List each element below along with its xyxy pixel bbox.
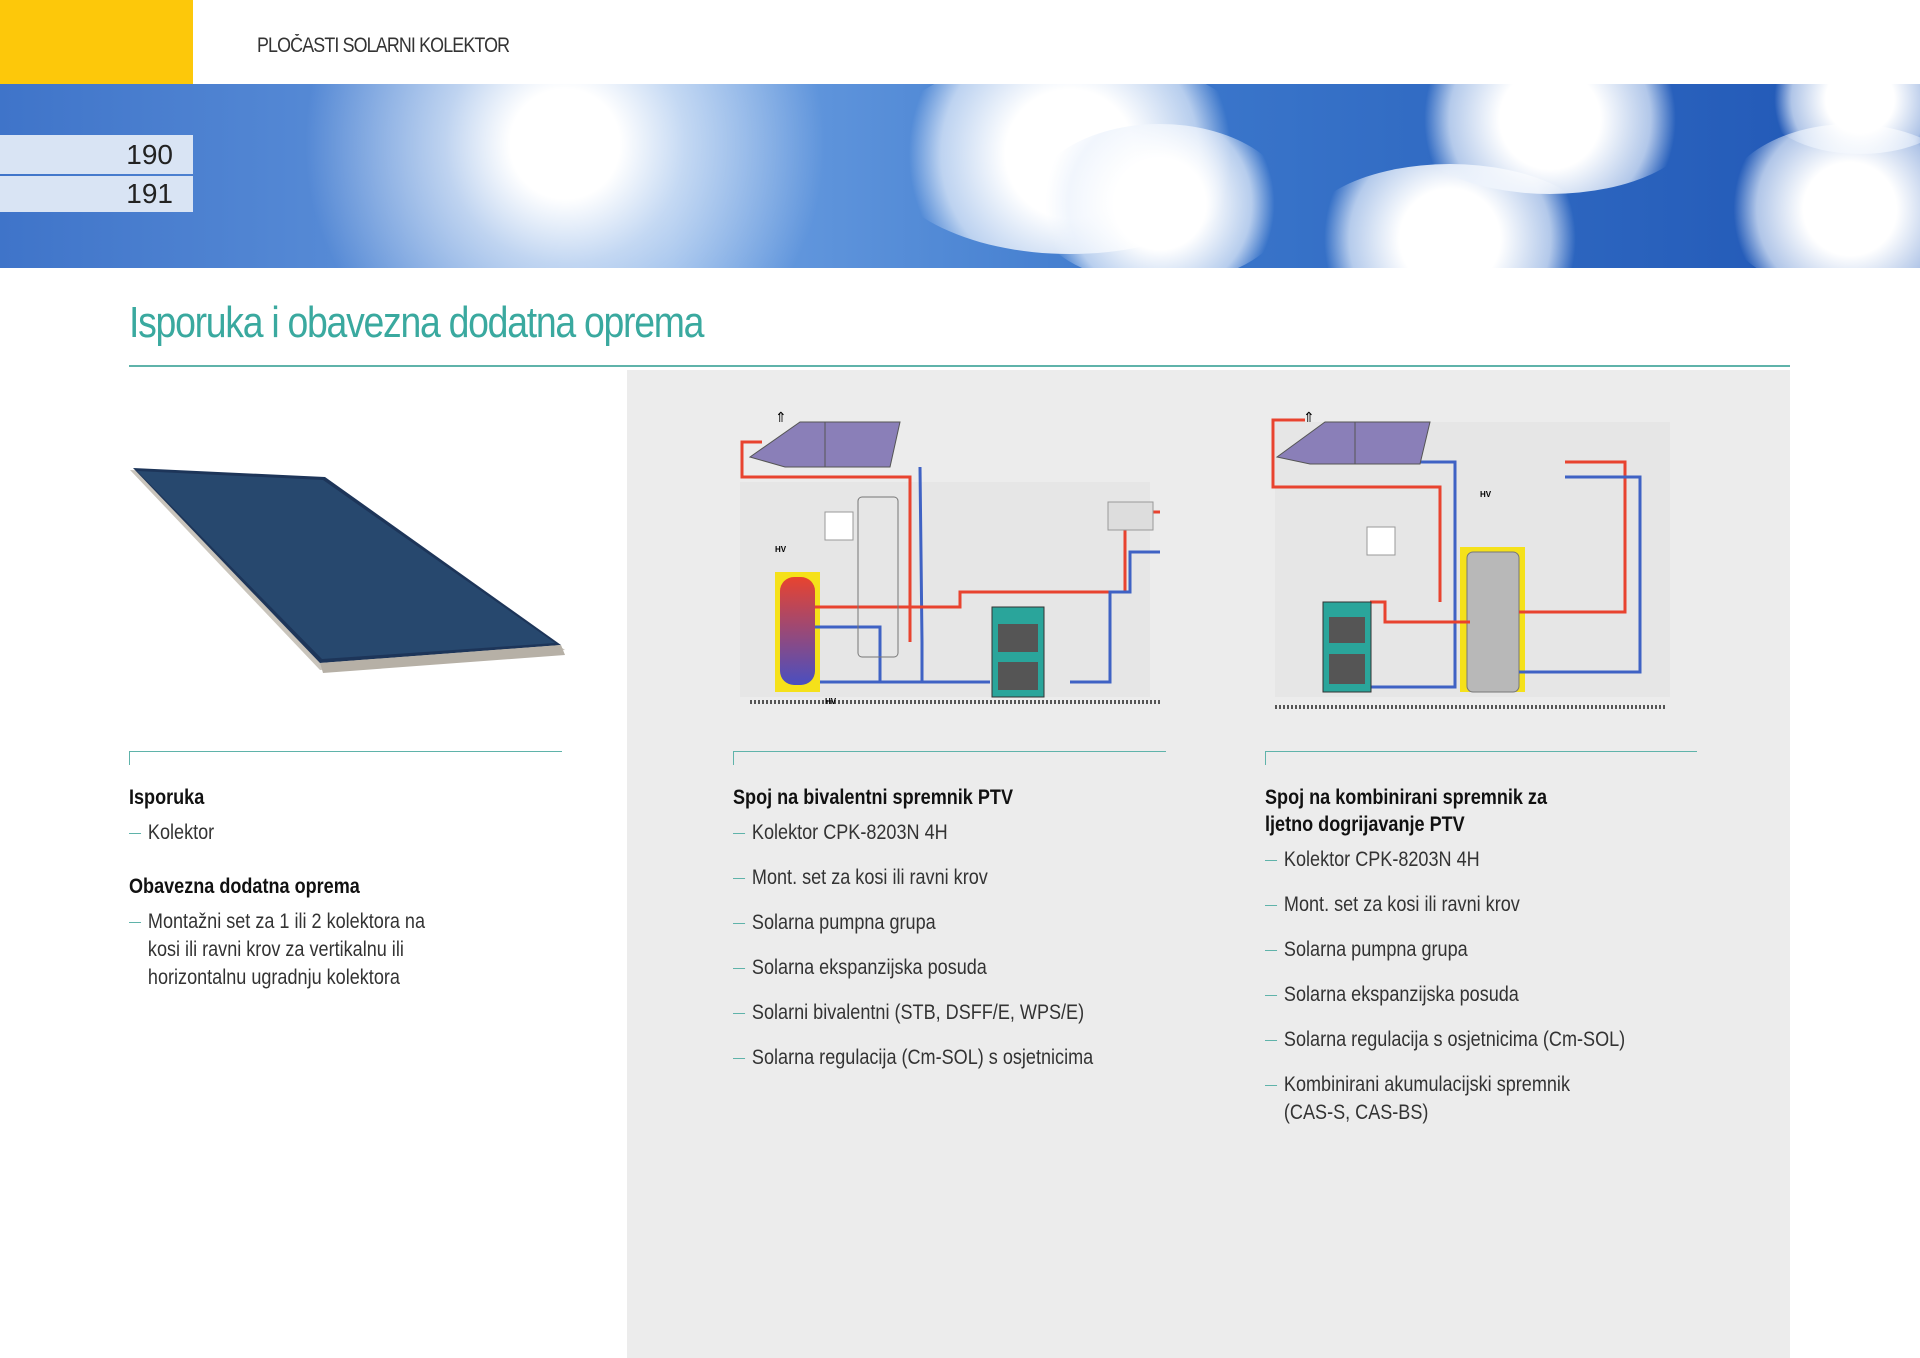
bivalent-column: Spoj na bivalentni spremnik PTV Kolektor… xyxy=(733,784,1111,1089)
list-item: Kolektor CPK-8203N 4H xyxy=(733,819,1111,847)
svg-text:⇑: ⇑ xyxy=(775,409,787,425)
list-item: Solarni bivalentni (STB, DSFF/E, WPS/E) xyxy=(733,999,1111,1027)
page-title: Isporuka i obavezna dodatna oprema xyxy=(129,298,704,347)
svg-text:HV: HV xyxy=(1480,490,1492,499)
list-item: Montažni set za 1 ili 2 kolektora na kos… xyxy=(129,908,447,992)
title-divider xyxy=(129,365,1790,367)
list-item: Solarna regulacija (Cm-SOL) s osjetnicim… xyxy=(733,1044,1111,1072)
section-title: PLOČASTI SOLARNI KOLEKTOR xyxy=(257,34,510,57)
solar-collector-image xyxy=(130,468,565,673)
combined-heading: Spoj na kombinirani spremnik za ljetno d… xyxy=(1265,786,1548,836)
list-item: Kolektor CPK-8203N 4H xyxy=(1265,846,1643,874)
sky-banner-image xyxy=(0,84,1920,268)
combined-column: Spoj na kombinirani spremnik za ljetno d… xyxy=(1265,784,1643,1144)
section-rule xyxy=(1265,751,1697,765)
list-item: Solarna ekspanzijska posuda xyxy=(1265,981,1643,1009)
delivery-column: Isporuka Kolektor Obavezna dodatna oprem… xyxy=(129,784,499,992)
section-rule xyxy=(733,751,1166,765)
list-item: Kombinirani akumulacijski spremnik (CAS-… xyxy=(1265,1071,1609,1127)
svg-text:⇑: ⇑ xyxy=(1303,409,1315,425)
list-item: Mont. set za kosi ili ravni krov xyxy=(1265,891,1643,919)
svg-text:HV: HV xyxy=(775,545,787,554)
bivalent-heading: Spoj na bivalentni spremnik PTV xyxy=(733,786,1013,809)
list-item: Solarna ekspanzijska posuda xyxy=(733,954,1111,982)
list-item: Solarna pumpna grupa xyxy=(733,909,1111,937)
delivery-heading: Isporuka xyxy=(129,786,205,809)
combined-tank-diagram: ⇑ HV xyxy=(1271,409,1670,709)
svg-text:HV: HV xyxy=(825,697,837,706)
page-number-191[interactable]: 191 xyxy=(0,176,193,212)
bivalent-tank-diagram: ⇑ HV HV xyxy=(740,409,1160,706)
list-item: Mont. set za kosi ili ravni krov xyxy=(733,864,1111,892)
list-item: Solarna pumpna grupa xyxy=(1265,936,1643,964)
section-rule xyxy=(129,751,562,765)
list-item: Solarna regulacija s osjetnicima (Cm-SOL… xyxy=(1265,1026,1643,1054)
mandatory-equipment-heading: Obavezna dodatna oprema xyxy=(129,875,360,898)
list-item: Kolektor xyxy=(129,819,499,847)
page-number-190[interactable]: 190 xyxy=(0,135,193,174)
brand-color-block xyxy=(0,0,193,84)
